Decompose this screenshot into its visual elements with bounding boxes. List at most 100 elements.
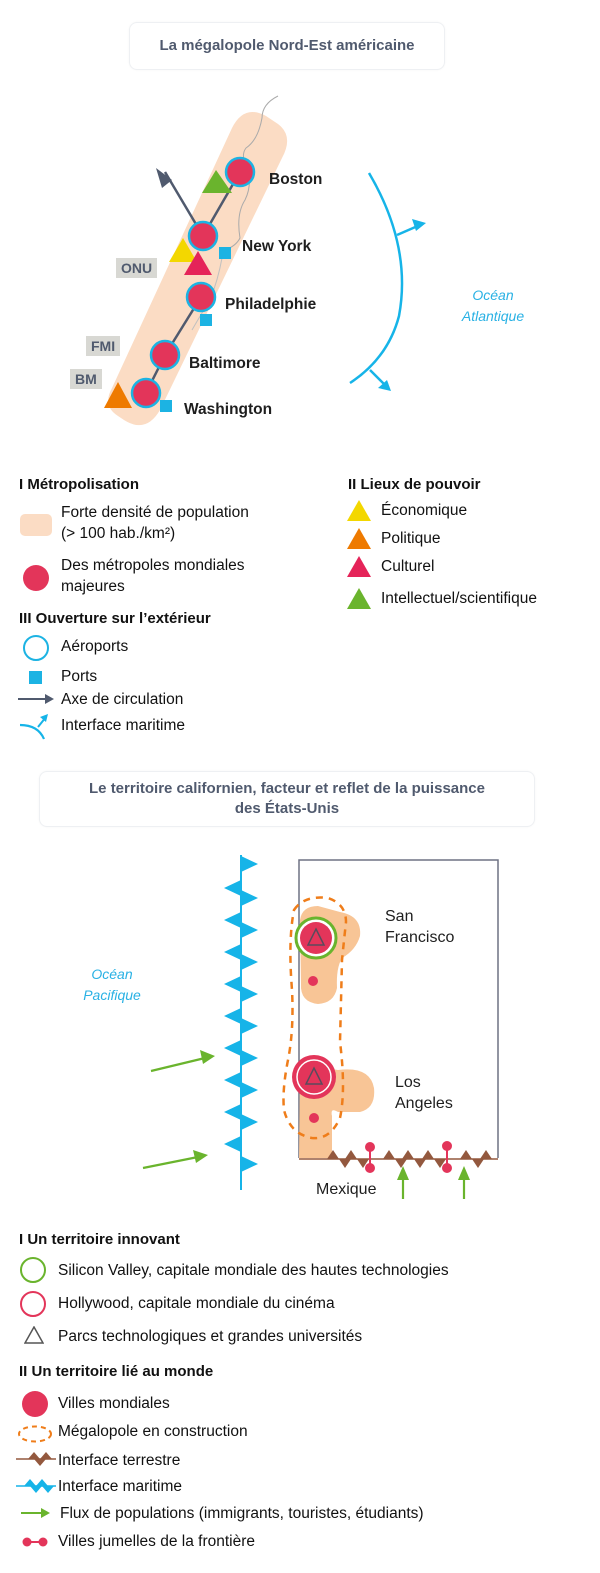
legend-axe: Axe de circulation xyxy=(61,691,184,708)
maritime-sawtooth-icon xyxy=(16,1479,56,1493)
la-line1: Los xyxy=(395,1074,421,1091)
legend-interface-maritime-1: Interface maritime xyxy=(61,717,186,734)
city-marker-losangeles[interactable] xyxy=(292,1055,336,1099)
port-philadelphie xyxy=(200,314,212,326)
legend2-heading-monde: II Un territoire lié au monde xyxy=(19,1363,214,1380)
legend-aeroports: Aéroports xyxy=(61,638,129,655)
city-label-philadelphie: Philadelphie xyxy=(225,296,317,313)
airport-ring-icon xyxy=(23,635,49,661)
legend-metropoles-line2: majeures xyxy=(61,578,125,595)
ocean-pac-line1: Océan xyxy=(91,966,133,982)
california-outline xyxy=(298,859,499,1158)
port-square-icon xyxy=(29,671,42,684)
twin-cities-2 xyxy=(442,1141,452,1173)
city-label-washington: Washington xyxy=(184,401,273,418)
axis-arrowhead xyxy=(156,168,172,188)
country-label-mexique: Mexique xyxy=(316,1181,377,1198)
legend-politique: Politique xyxy=(381,530,441,547)
twin-cities-1 xyxy=(365,1142,375,1173)
port-washington xyxy=(160,400,172,412)
legend1-heading-metropolisation: I Métropolisation xyxy=(19,476,139,493)
twin-dots-icon xyxy=(22,1537,48,1547)
map1-title-box: La mégalopole Nord-Est américaine xyxy=(129,22,445,70)
orange-triangle-icon xyxy=(347,528,371,549)
map1-canvas xyxy=(104,95,426,426)
legend-villes-mondiales: Villes mondiales xyxy=(58,1395,170,1412)
ocean-label-line1: Océan xyxy=(472,287,514,303)
sf-line1: San xyxy=(385,908,414,925)
ocean-label-pacifique: Océan Pacifique xyxy=(67,964,157,1006)
cultural-triangle-newyork xyxy=(184,251,212,275)
ocean-label-atlantique: Océan Atlantique xyxy=(448,285,538,327)
legend-megalopole: Mégalopole en construction xyxy=(58,1423,248,1440)
dashed-ellipse-icon xyxy=(18,1425,52,1443)
city-label-sanfrancisco: San Francisco xyxy=(385,906,454,948)
density-swatch xyxy=(20,514,52,536)
outline-triangle-icon xyxy=(24,1326,44,1344)
legend2-heading-innovant: I Un territoire innovant xyxy=(19,1231,180,1248)
sf-line2: Francisco xyxy=(385,929,455,946)
legend-flux: Flux de populations (immigrants, tourist… xyxy=(60,1505,424,1522)
secondary-city-sf xyxy=(308,976,318,986)
city-marker-philadelphie[interactable] xyxy=(185,281,217,313)
legend-culturel: Culturel xyxy=(381,558,435,575)
green-ring-icon xyxy=(20,1257,46,1283)
maritime-interface-icon xyxy=(19,714,48,740)
red-dot-icon-2 xyxy=(22,1391,48,1417)
economic-triangle-newyork xyxy=(169,238,197,262)
legend-economique: Économique xyxy=(381,502,468,519)
circulation-arrow-icon xyxy=(18,694,54,704)
political-triangle-washington xyxy=(104,382,132,408)
pink-triangle-icon xyxy=(347,556,371,577)
institution-tag-onu: ONU xyxy=(116,258,158,278)
red-dot-icon xyxy=(23,565,49,591)
flow-arrowhead-1 xyxy=(200,1050,215,1064)
legend-hollywood: Hollywood, capitale mondiale du cinéma xyxy=(58,1295,335,1312)
la-line2: Angeles xyxy=(395,1095,453,1112)
city-marker-baltimore[interactable] xyxy=(149,339,181,371)
map2-canvas xyxy=(142,855,499,1199)
flow-arrowhead-3 xyxy=(397,1166,409,1180)
city-label-losangeles: Los Angeles xyxy=(395,1072,453,1114)
map2-title-box: Le territoire californien, facteur et re… xyxy=(39,771,535,827)
secondary-city-la xyxy=(309,1113,319,1123)
city-label-newyork: New York xyxy=(242,238,312,255)
flow-arrowhead-2 xyxy=(193,1150,208,1163)
legend-metropoles-line1: Des métropoles mondiales xyxy=(61,557,245,574)
maritime-interface-sawtooth xyxy=(224,855,258,1190)
megalopolis-dashed xyxy=(282,896,348,1140)
map1-title: La mégalopole Nord-Est américaine xyxy=(159,37,415,54)
legend-density-line1: Forte densité de population xyxy=(61,504,249,521)
intellectual-triangle-boston xyxy=(202,170,232,193)
green-triangle-icon xyxy=(347,588,371,609)
legend-intellectuel: Intellectuel/scientifique xyxy=(381,590,537,607)
city-marker-sanfrancisco[interactable] xyxy=(294,916,338,960)
city-label-boston: Boston xyxy=(269,171,323,188)
flow-arrowhead-4 xyxy=(458,1166,470,1180)
port-newyork xyxy=(219,247,231,259)
city-marker-newyork[interactable] xyxy=(187,220,219,252)
legend1-heading-pouvoir: II Lieux de pouvoir xyxy=(348,476,481,493)
maritime-arrowhead-1 xyxy=(412,219,426,231)
ocean-pac-line2: Pacifique xyxy=(83,987,141,1003)
flow-arrow-icon xyxy=(21,1508,50,1518)
legend-ports: Ports xyxy=(61,668,98,685)
ocean-label-line2: Atlantique xyxy=(461,308,525,324)
legend-parcs: Parcs technologiques et grandes universi… xyxy=(58,1328,363,1345)
red-ring-icon xyxy=(20,1291,46,1317)
legend-density-line2: (> 100 hab./km²) xyxy=(61,525,176,542)
legend1-heading-ouverture: III Ouverture sur l’extérieur xyxy=(19,610,211,627)
legend-metropoles-label: Des métropoles mondiales majeures xyxy=(61,555,245,597)
land-interface-icon xyxy=(16,1452,56,1466)
city-marker-boston[interactable] xyxy=(224,156,256,188)
yellow-triangle-icon xyxy=(347,500,371,521)
legend-interface-terrestre: Interface terrestre xyxy=(58,1452,181,1469)
city-marker-washington[interactable] xyxy=(130,377,162,409)
map2-title-line2: des États-Unis xyxy=(234,800,340,817)
legend-silicon-valley: Silicon Valley, capitale mondiale des ha… xyxy=(58,1262,449,1279)
map2-title-line1: Le territoire californien, facteur et re… xyxy=(89,780,485,797)
legend-villes-jumelles: Villes jumelles de la frontière xyxy=(58,1533,256,1550)
institution-tag-bm: BM xyxy=(70,369,102,389)
city-label-baltimore: Baltimore xyxy=(189,355,261,372)
institution-tag-fmi: FMI xyxy=(86,336,121,356)
